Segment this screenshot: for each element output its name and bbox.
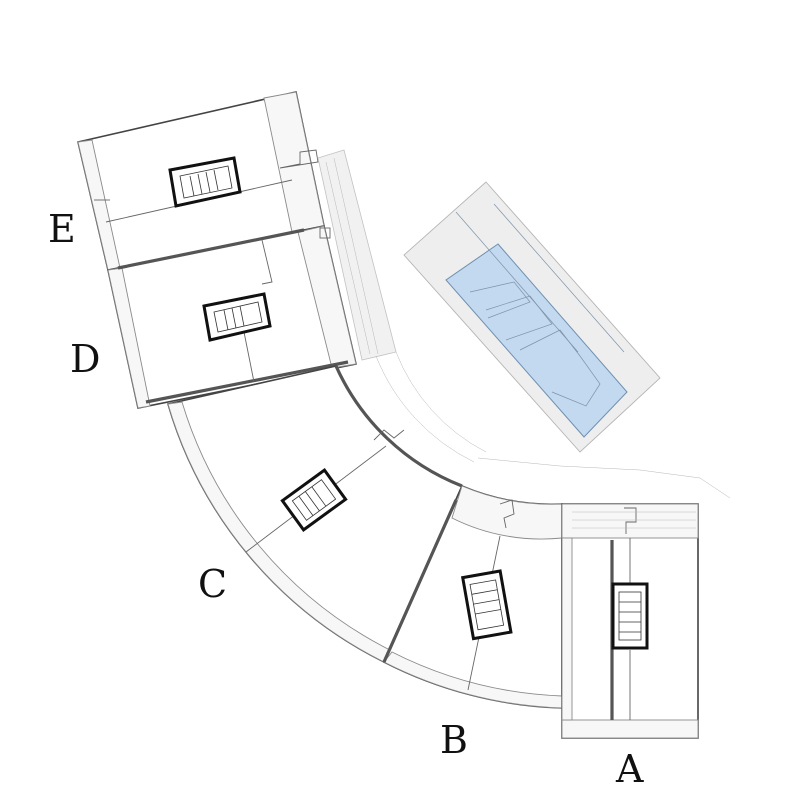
block-e xyxy=(77,91,325,271)
block-a-balcony-north xyxy=(561,503,699,539)
stair-core-icon xyxy=(611,582,649,650)
block-d-balcony-west xyxy=(107,267,151,409)
block-label-d: D xyxy=(70,337,100,381)
walkway-arc xyxy=(375,355,475,463)
block-b xyxy=(382,484,563,709)
block-d-balcony-east xyxy=(297,225,357,369)
stair-core-icon xyxy=(460,569,513,641)
stair-core-icon xyxy=(168,156,242,208)
block-label-b: B xyxy=(440,718,468,762)
pool-icon xyxy=(445,243,628,438)
block-label-a: A xyxy=(615,747,644,789)
stair-core-icon xyxy=(280,468,348,532)
pool-steps xyxy=(469,281,531,319)
stair-core-icon xyxy=(202,292,272,342)
block-c-corridor xyxy=(334,365,463,488)
block-a-balcony-west xyxy=(561,537,573,721)
terrace-edge xyxy=(477,457,731,499)
block-c xyxy=(166,365,464,664)
block-a xyxy=(561,503,699,739)
pool xyxy=(403,181,661,453)
block-d xyxy=(107,225,357,409)
block-label-c: C xyxy=(198,562,227,606)
block-label-e: E xyxy=(48,207,76,251)
block-a-balcony-south xyxy=(561,719,699,739)
